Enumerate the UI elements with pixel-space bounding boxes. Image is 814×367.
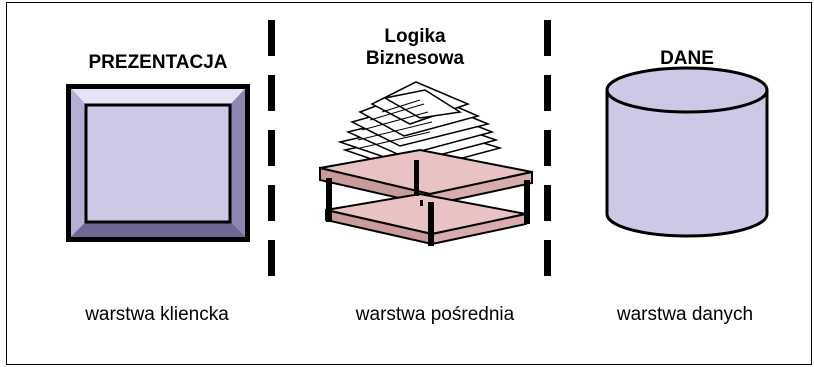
tier-title-presentation: PREZENTACJA (88, 52, 228, 73)
tier-title-business-logic-line1: Logika (384, 26, 446, 47)
tier-caption-data: warstwa danych (616, 304, 754, 325)
tier-title-data: DANE (660, 48, 714, 69)
tier-caption-middle: warstwa pośrednia (355, 304, 515, 325)
tier-caption-client: warstwa kliencka (85, 304, 229, 325)
diagram-frame (6, 2, 812, 365)
database-cylinder-icon (605, 66, 769, 238)
paper-tray-icon (319, 81, 533, 246)
tier-title-business-logic-line2: Biznesowa (365, 48, 465, 69)
tier-title-business-logic: Logika Biznesowa (330, 26, 500, 70)
separator-left (268, 20, 275, 276)
monitor-screen-icon (66, 84, 250, 242)
separator-right (544, 20, 551, 276)
